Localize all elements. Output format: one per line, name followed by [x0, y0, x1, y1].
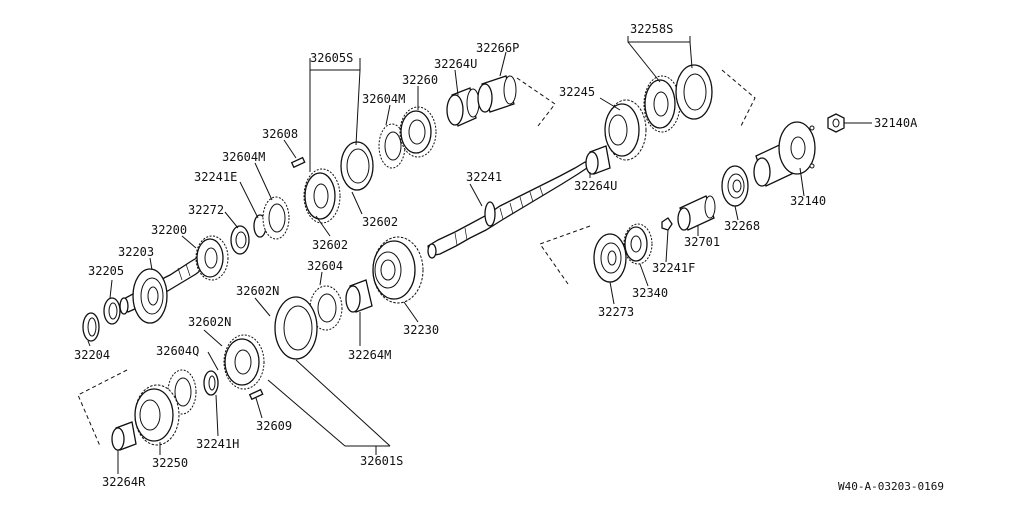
label-32230: 32230: [403, 323, 439, 337]
ring-32241H: [203, 370, 219, 396]
flange-32140: [753, 121, 816, 187]
label-32241: 32241: [466, 170, 502, 184]
label-32340: 32340: [632, 286, 668, 300]
label-32258S: 32258S: [630, 22, 673, 36]
part-labels: 32258S 32605S 32266P 32264U 32260 32604M…: [74, 22, 944, 493]
label-32701: 32701: [684, 235, 720, 249]
nut-32140A: [827, 113, 845, 133]
label-32609: 32609: [256, 419, 292, 433]
synchro-ring-32604M-left: [262, 196, 290, 240]
label-32272: 32272: [188, 203, 224, 217]
label-32250: 32250: [152, 456, 188, 470]
leader-lines: [87, 51, 872, 474]
label-32203: 32203: [118, 245, 154, 259]
label-32204: 32204: [74, 348, 110, 362]
needle-bearing-32264R: [111, 421, 137, 451]
guide-lines: [77, 69, 756, 447]
label-32260: 32260: [402, 73, 438, 87]
needle-bearing-32264M: [345, 279, 373, 313]
spacer-32205: [103, 297, 121, 325]
needle-bearing-32264U-top: [446, 87, 480, 127]
bearing-32268: [721, 165, 749, 207]
label-32602N-a: 32602N: [236, 284, 279, 298]
gear-32340: [623, 223, 653, 265]
label-32200: 32200: [151, 223, 187, 237]
label-32140: 32140: [790, 194, 826, 208]
hub-32602N: [223, 334, 265, 390]
bearing-32203: [132, 268, 168, 324]
label-32268: 32268: [724, 219, 760, 233]
label-32602-b: 32602: [312, 238, 348, 252]
sleeve-32602: [340, 141, 374, 191]
sleeve-32602N: [274, 296, 318, 360]
needle-bearing-32272: [230, 225, 250, 255]
label-32241E: 32241E: [194, 170, 237, 184]
label-32273: 32273: [598, 305, 634, 319]
label-32608: 32608: [262, 127, 298, 141]
gear-32260: [399, 106, 437, 158]
sleeve-32701: [677, 195, 716, 231]
key-32608: [290, 156, 306, 169]
synchro-ring-32604M-top: [378, 123, 406, 169]
label-32604: 32604: [307, 259, 343, 273]
figure-code: W40-A-03203-0169: [838, 480, 944, 493]
bracket-32258S: [627, 36, 693, 83]
label-32245: 32245: [559, 85, 595, 99]
snap-ring-32204: [82, 312, 100, 342]
label-32205: 32205: [88, 264, 124, 278]
label-32264U-top: 32264U: [434, 57, 477, 71]
synchro-hub-32605S: [303, 168, 341, 224]
main-shaft: [427, 161, 592, 259]
label-32264R: 32264R: [102, 475, 146, 489]
bearing-32273: [593, 233, 627, 283]
collar-32266P: [477, 75, 517, 113]
bracket-32605S: [309, 58, 361, 172]
label-32605S: 32605S: [310, 51, 353, 65]
label-32602N-b: 32602N: [188, 315, 231, 329]
input-gear-32200: [195, 235, 229, 281]
needle-bearing-32264U-mid: [585, 145, 611, 175]
label-32604M-top: 32604M: [362, 92, 405, 106]
label-32266P: 32266P: [476, 41, 519, 55]
label-32241H: 32241H: [196, 437, 239, 451]
label-32264M: 32264M: [348, 348, 391, 362]
gear-32250: [134, 384, 180, 446]
label-32264U-mid: 32264U: [574, 179, 617, 193]
bracket-32601S: [267, 359, 391, 455]
label-32602-a: 32602: [362, 215, 398, 229]
label-32604Q: 32604Q: [156, 344, 199, 358]
key-32609: [248, 388, 264, 401]
label-32601S: 32601S: [360, 454, 403, 468]
label-32241F: 32241F: [652, 261, 695, 275]
ring-32241F: [661, 217, 673, 231]
label-32604M-left: 32604M: [222, 150, 265, 164]
label-32140A: 32140A: [874, 116, 918, 130]
synchro-assembly-32258S: [643, 64, 713, 133]
gear-32230: [372, 236, 424, 304]
gear-32245: [604, 99, 647, 161]
